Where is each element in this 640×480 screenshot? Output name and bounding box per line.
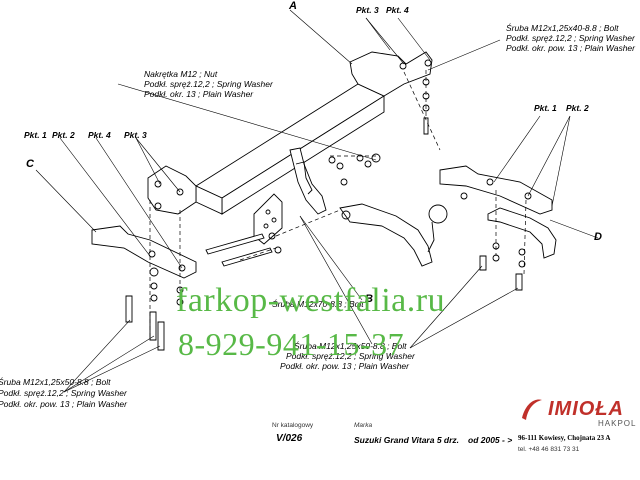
- center-mount: [289, 147, 327, 215]
- assembly-lines: [149, 70, 527, 340]
- catalog-caption: Nr katalogowy: [272, 422, 314, 429]
- part-label-c: C: [26, 158, 34, 170]
- callout-top-bolt-2: Podkł. spręż.12,2 ; Spring Washer: [506, 33, 635, 43]
- logo-swoosh-icon: [520, 396, 544, 422]
- callout-left-bolt-2: Podkł. spręż.12,2 ; Spring Washer: [0, 388, 127, 398]
- pkt-left-2: Pkt. 2: [52, 130, 75, 140]
- pkt-right-2: Pkt. 2: [566, 103, 589, 113]
- pkt-left-4: Pkt. 4: [88, 130, 111, 140]
- company-logo: IMIOŁA: [548, 398, 624, 420]
- bolts-left: [125, 267, 184, 351]
- company-tel: tel. +48 46 831 73 31: [518, 446, 580, 453]
- company-logo-sub: HAKPOL: [598, 419, 637, 428]
- part-label-b: B: [365, 293, 373, 305]
- part-label-a: A: [289, 0, 297, 12]
- pkt-left-1: Pkt. 1: [24, 130, 47, 140]
- callout-nut-2: Podkł. spręż.12,2 ; Spring Washer: [144, 79, 273, 89]
- callout-mid-bolt: Śruba M12x70-8.8 ; Bolt: [272, 299, 364, 309]
- leader-lines: [35, 9, 599, 393]
- bracket-top-right: [349, 51, 433, 97]
- catalog-number: V/026: [276, 433, 303, 444]
- callout-top-bolt-3: Podkł. okr. pow. 13 ; Plain Washer: [506, 43, 635, 53]
- brand-caption: Marka: [354, 422, 373, 429]
- callout-nut-3: Podkł. okr. 13 ; Plain Washer: [144, 89, 254, 99]
- callout-left-bolt-1: Śruba M12x1,25x50-8.8 ; Bolt: [0, 377, 111, 387]
- watermark-phone: 8-929-941-15-37: [178, 326, 405, 362]
- pkt-left-3: Pkt. 3: [124, 130, 147, 140]
- pkt-right-1: Pkt. 1: [534, 103, 557, 113]
- bolts-right: [479, 242, 526, 291]
- callout-nut-1: Nakrętka M12 ; Nut: [144, 69, 218, 79]
- plate-c: [91, 225, 197, 279]
- cross-beam: [195, 83, 385, 215]
- bracket-left: [147, 165, 197, 215]
- tow-ball-neck: [339, 203, 448, 267]
- watermark-site: farkop-westfalia.ru: [176, 282, 446, 319]
- vehicle-year: od 2005 - >: [468, 435, 513, 445]
- vehicle-model: Suzuki Grand Vitara 5 drz.: [354, 435, 460, 445]
- callout-center-bolt-3: Podkł. okr. pow. 13 ; Plain Washer: [280, 361, 409, 371]
- part-label-d: D: [594, 231, 602, 243]
- company-address: 96-111 Kowiesy, Chojnata 23 A: [518, 434, 611, 442]
- bolts-center: [205, 232, 282, 267]
- callout-center-bolt-2: Podkł. spręż.12,2 ; Spring Washer: [286, 351, 415, 361]
- pkt-top-3: Pkt. 3: [356, 5, 379, 15]
- callout-top-bolt-1: Śruba M12x1,25x40-8.8 ; Bolt: [506, 23, 619, 33]
- pkt-top-4: Pkt. 4: [386, 5, 409, 15]
- callout-center-bolt-1: Śruba M12x1,25x50-8.8 ; Bolt: [294, 341, 407, 351]
- callout-left-bolt-3: Podkł. okr. pow. 13 ; Plain Washer: [0, 399, 127, 409]
